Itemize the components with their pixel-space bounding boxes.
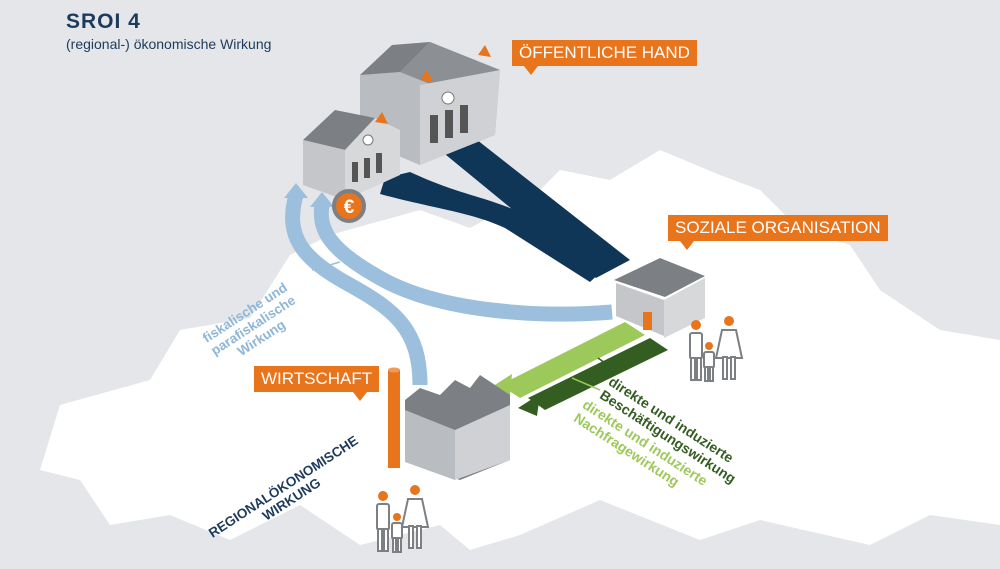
economy-label-tail xyxy=(353,392,368,401)
employment-flow xyxy=(528,338,668,410)
employment-leader-line xyxy=(597,357,619,373)
social-organisation-label: SOZIALE ORGANISATION xyxy=(668,215,888,250)
page-title: SROI 4 xyxy=(66,10,141,33)
public-sector-buildings xyxy=(303,42,500,200)
employment-arrowhead xyxy=(518,394,540,416)
public-sector-label-tail xyxy=(524,66,538,75)
economy-label: WIRTSCHAFT xyxy=(254,366,380,401)
fiscal-arrowhead-2 xyxy=(310,192,334,207)
people-group-economy xyxy=(376,485,430,553)
demand-leader-line xyxy=(571,377,601,391)
economy-label-text: WIRTSCHAFT xyxy=(261,369,373,388)
fiscal-arrowhead-1 xyxy=(284,183,308,198)
funding-flow-2 xyxy=(380,172,605,282)
factory-building xyxy=(388,367,510,480)
page-subtitle: (regional-) ökonomische Wirkung xyxy=(66,36,272,52)
fiscal-arrow-inner xyxy=(313,203,613,322)
demand-flow xyxy=(500,322,645,398)
social-organisation-label-tail xyxy=(680,241,694,250)
public-sector-label-text: ÖFFENTLICHE HAND xyxy=(519,43,690,62)
region-map xyxy=(40,150,1000,550)
social-organisation-label-text: SOZIALE ORGANISATION xyxy=(675,218,881,237)
fiscal-leader-line xyxy=(311,261,341,271)
demand-arrowhead xyxy=(490,374,512,396)
funding-flow-1 xyxy=(440,136,630,278)
people-group-social xyxy=(689,316,744,382)
euro-coin-icon: € xyxy=(332,189,366,223)
fiscal-arrow-outer xyxy=(285,193,428,386)
euro-symbol: € xyxy=(344,197,355,218)
public-sector-label: ÖFFENTLICHE HAND xyxy=(512,40,697,75)
